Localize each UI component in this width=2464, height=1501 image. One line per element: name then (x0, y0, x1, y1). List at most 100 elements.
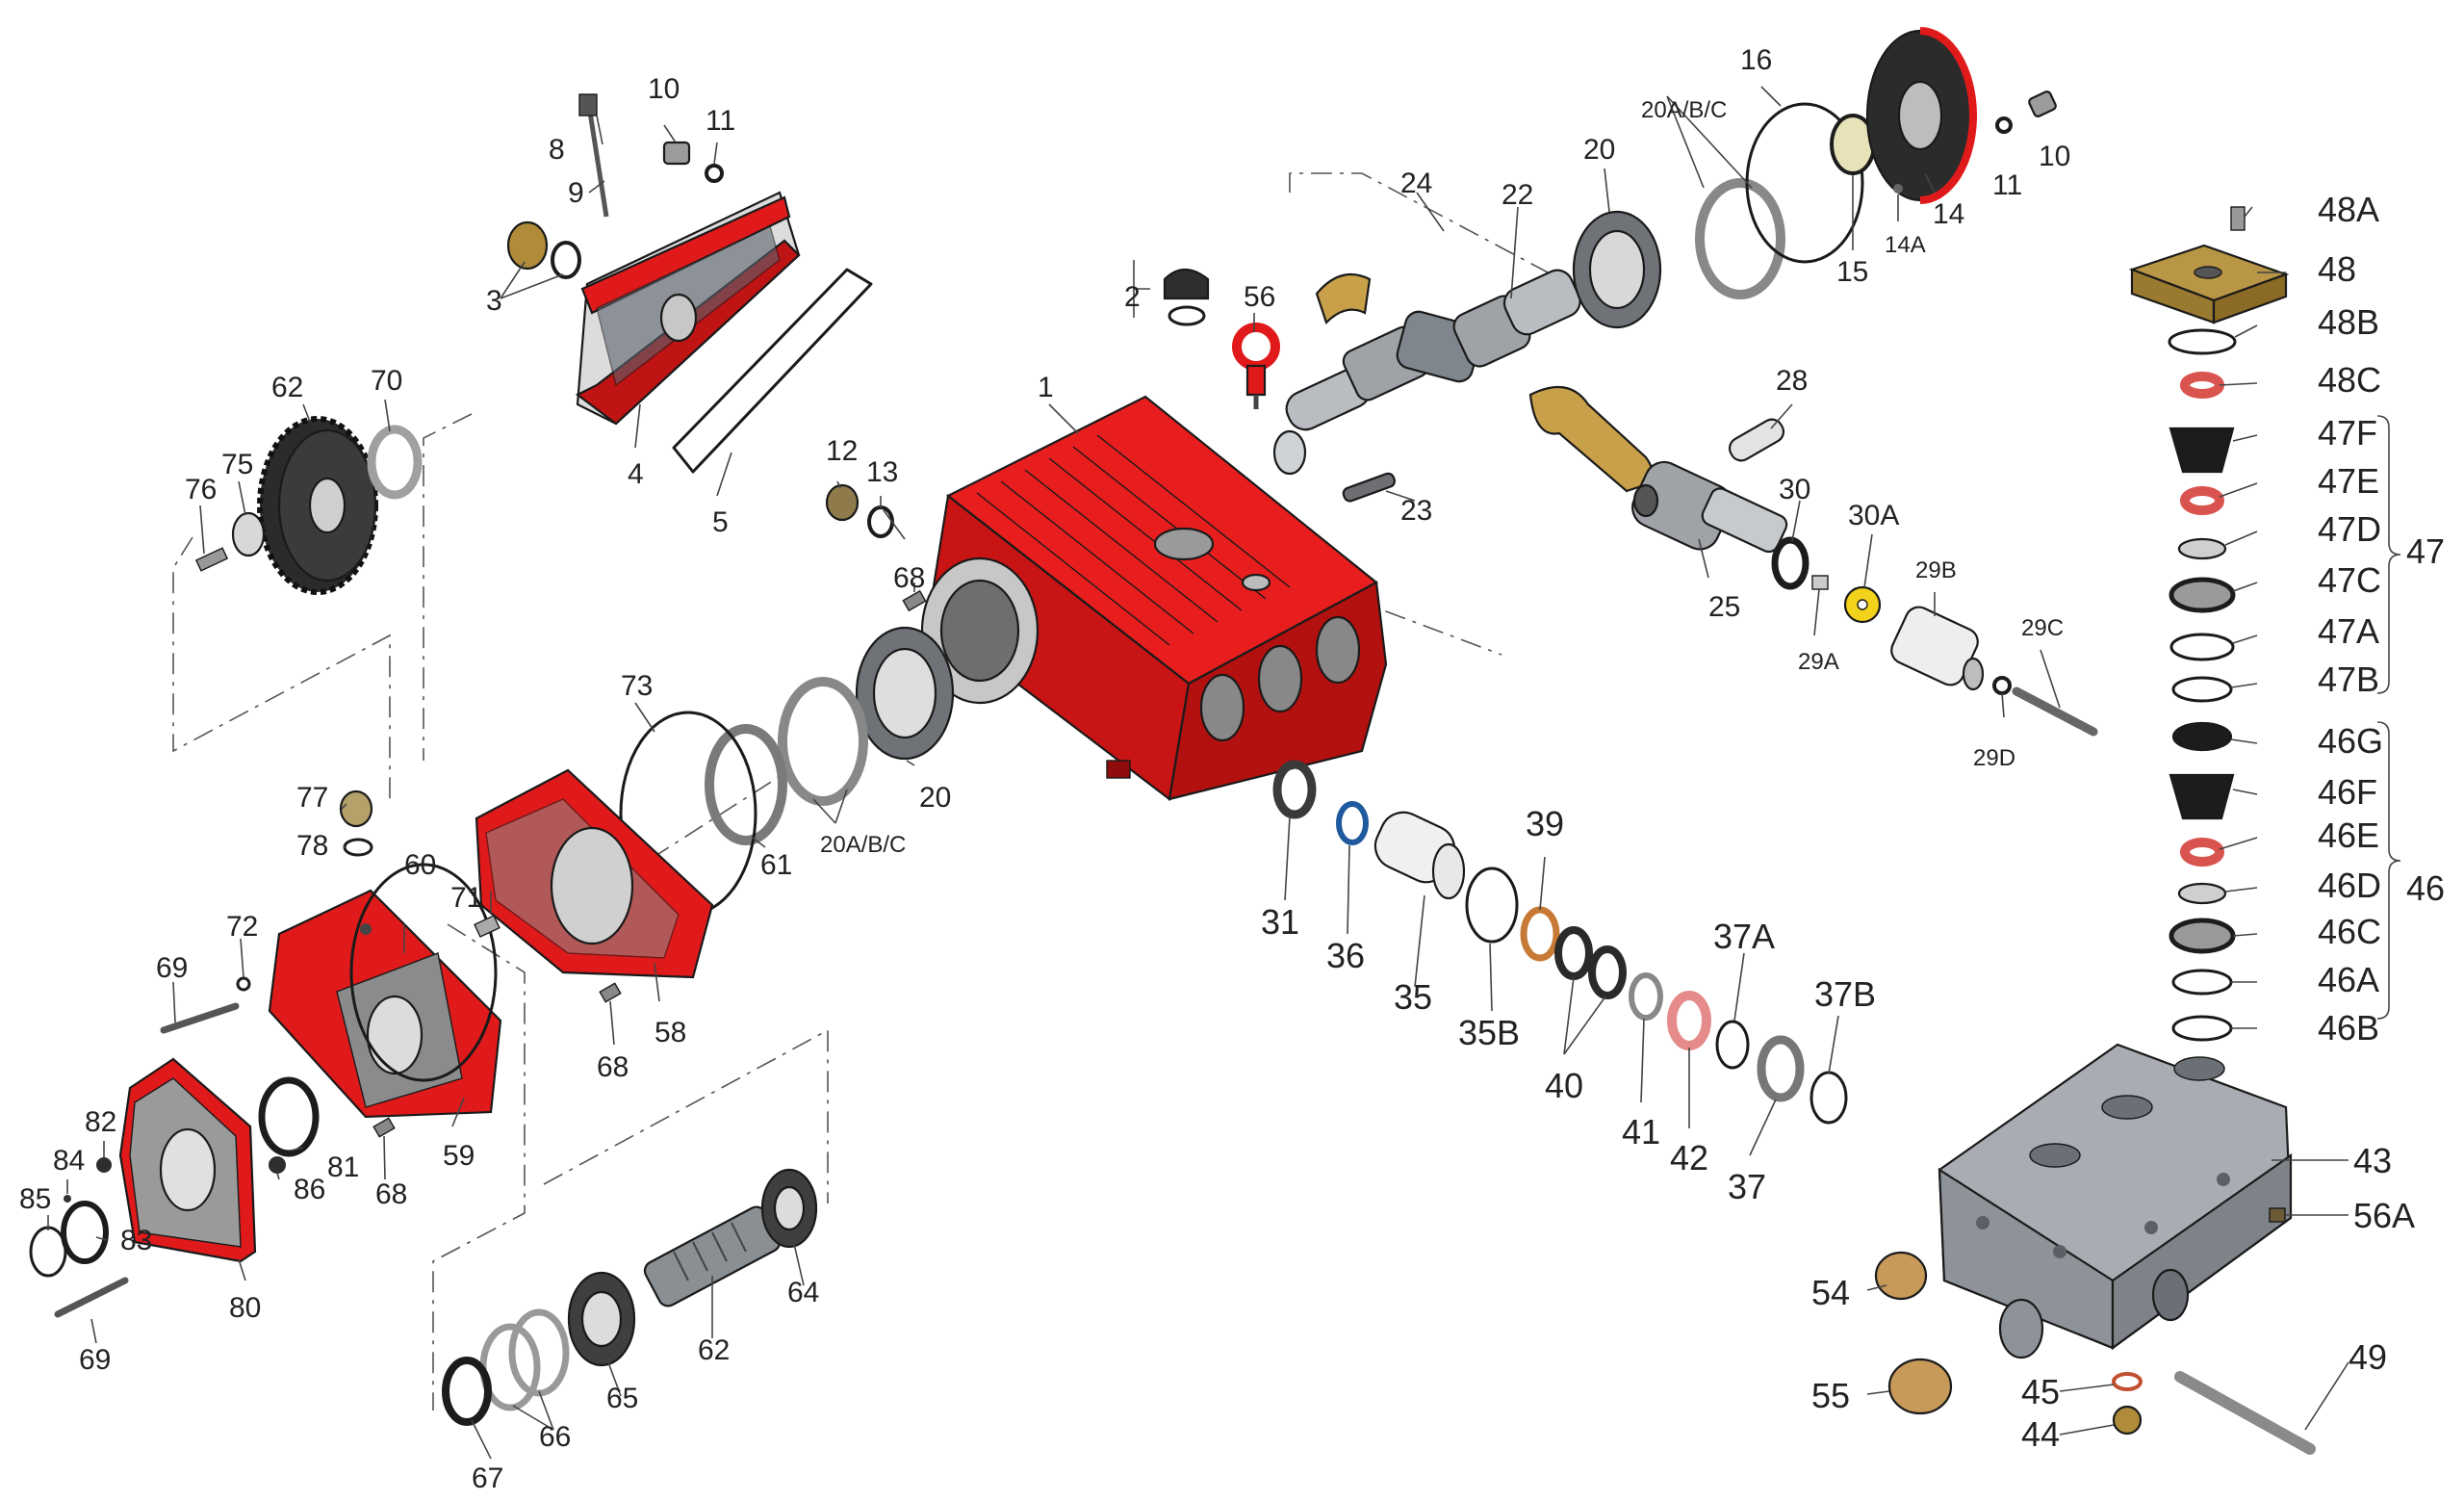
label-1: 1 (1038, 372, 1054, 403)
bolt-69-lower (54, 1277, 129, 1318)
label-68-c: 68 (375, 1178, 407, 1210)
label-46c: 46C (2318, 912, 2381, 951)
label-13: 13 (866, 456, 898, 488)
label-55: 55 (1811, 1376, 1850, 1415)
label-20-left: 20 (919, 782, 951, 814)
spring-47e (2180, 486, 2224, 515)
sleeve-35 (1373, 811, 1466, 900)
screw-10-right (2028, 91, 2057, 117)
top-cover (575, 191, 801, 426)
gearbox-flange-58 (475, 768, 714, 979)
shims-66-a (508, 1308, 570, 1397)
label-47c: 47C (2318, 560, 2381, 600)
manifold-43 (1938, 1043, 2293, 1359)
ring-81 (258, 1076, 320, 1157)
bolt-76 (194, 547, 229, 572)
plug-44 (2112, 1405, 2143, 1436)
label-60: 60 (404, 849, 436, 881)
label-2: 2 (1124, 281, 1141, 313)
screw-48a (2230, 206, 2246, 231)
label-20abc-right: 20A/B/C (1641, 97, 1727, 123)
label-81: 81 (327, 1152, 359, 1183)
label-76: 76 (185, 474, 217, 505)
label-23: 23 (1400, 495, 1432, 527)
label-39: 39 (1526, 804, 1564, 843)
seal-30 (1771, 536, 1810, 590)
plug-55 (1887, 1358, 1953, 1415)
label-9: 9 (568, 177, 584, 209)
label-22: 22 (1502, 179, 1533, 211)
valve-cage-46f (2169, 773, 2235, 820)
plug-82 (96, 1157, 112, 1173)
label-8: 8 (549, 134, 565, 166)
label-5: 5 (712, 506, 729, 538)
label-41: 41 (1622, 1112, 1660, 1152)
label-47b: 47B (2318, 660, 2379, 699)
washer-11-right (1995, 116, 2013, 134)
valve-cage-47f (2169, 427, 2235, 474)
label-68-a: 68 (893, 562, 925, 594)
bracket-47 (2376, 415, 2401, 694)
ring-85 (29, 1226, 67, 1278)
label-45: 45 (2021, 1372, 2060, 1411)
dowel-68-a (902, 589, 927, 612)
ring-29d (1992, 676, 2012, 695)
label-25: 25 (1708, 591, 1740, 623)
o-ring-45 (2112, 1372, 2143, 1391)
plug-12 (825, 483, 860, 522)
label-29a: 29A (1798, 649, 1839, 675)
label-43: 43 (2353, 1141, 2392, 1180)
dipstick (578, 93, 609, 218)
pin-84 (64, 1195, 71, 1203)
ring-39 (1520, 906, 1560, 962)
label-47e: 47E (2318, 461, 2379, 501)
label-70: 70 (371, 365, 402, 397)
label-83: 83 (120, 1225, 152, 1256)
cylinder-bores (1199, 615, 1361, 742)
label-24: 24 (1400, 168, 1432, 199)
label-48a: 48A (2318, 190, 2379, 229)
label-47f: 47F (2318, 413, 2377, 453)
leader-lines (47, 86, 2349, 1460)
valve-cover-48 (2128, 244, 2290, 324)
label-30: 30 (1779, 474, 1810, 505)
o-ring-37a (1715, 1020, 1750, 1070)
label-46: 46 (2406, 868, 2445, 908)
label-16: 16 (1740, 44, 1772, 76)
label-3: 3 (486, 285, 502, 317)
label-84: 84 (53, 1145, 85, 1177)
plunger-29b (1890, 606, 1985, 691)
label-61: 61 (760, 849, 792, 881)
label-68-b: 68 (597, 1051, 629, 1083)
label-48: 48 (2318, 249, 2356, 289)
label-62-shaft: 62 (698, 1334, 730, 1366)
o-ring-35b (1465, 867, 1519, 944)
spacer-70 (367, 425, 423, 500)
o-ring-2 (1168, 305, 1206, 326)
label-85: 85 (19, 1183, 51, 1215)
label-37b: 37B (1814, 974, 1876, 1014)
label-77: 77 (296, 782, 328, 814)
o-ring-78 (343, 838, 373, 857)
label-35: 35 (1394, 977, 1432, 1017)
label-48b: 48B (2318, 302, 2379, 342)
label-29d: 29D (1973, 745, 2015, 771)
pin-28 (1728, 418, 1785, 462)
washer-75 (231, 511, 266, 557)
label-20-right: 20 (1583, 134, 1615, 166)
label-47: 47 (2406, 531, 2445, 571)
label-71: 71 (450, 882, 482, 914)
label-73: 73 (621, 670, 653, 702)
bearing-20-right (1572, 210, 1662, 329)
label-47a: 47A (2318, 611, 2379, 651)
o-ring-46b (2171, 1015, 2233, 1042)
bracket-46 (2376, 721, 2401, 1020)
plug-54 (1874, 1251, 1928, 1301)
plug-77 (339, 789, 373, 828)
label-65: 65 (606, 1383, 638, 1414)
label-62-gear: 62 (271, 372, 303, 403)
seal-67 (442, 1357, 492, 1426)
bearing-20-left (855, 626, 955, 761)
o-ring-60 (349, 863, 498, 1082)
label-10-right: 10 (2039, 141, 2070, 172)
